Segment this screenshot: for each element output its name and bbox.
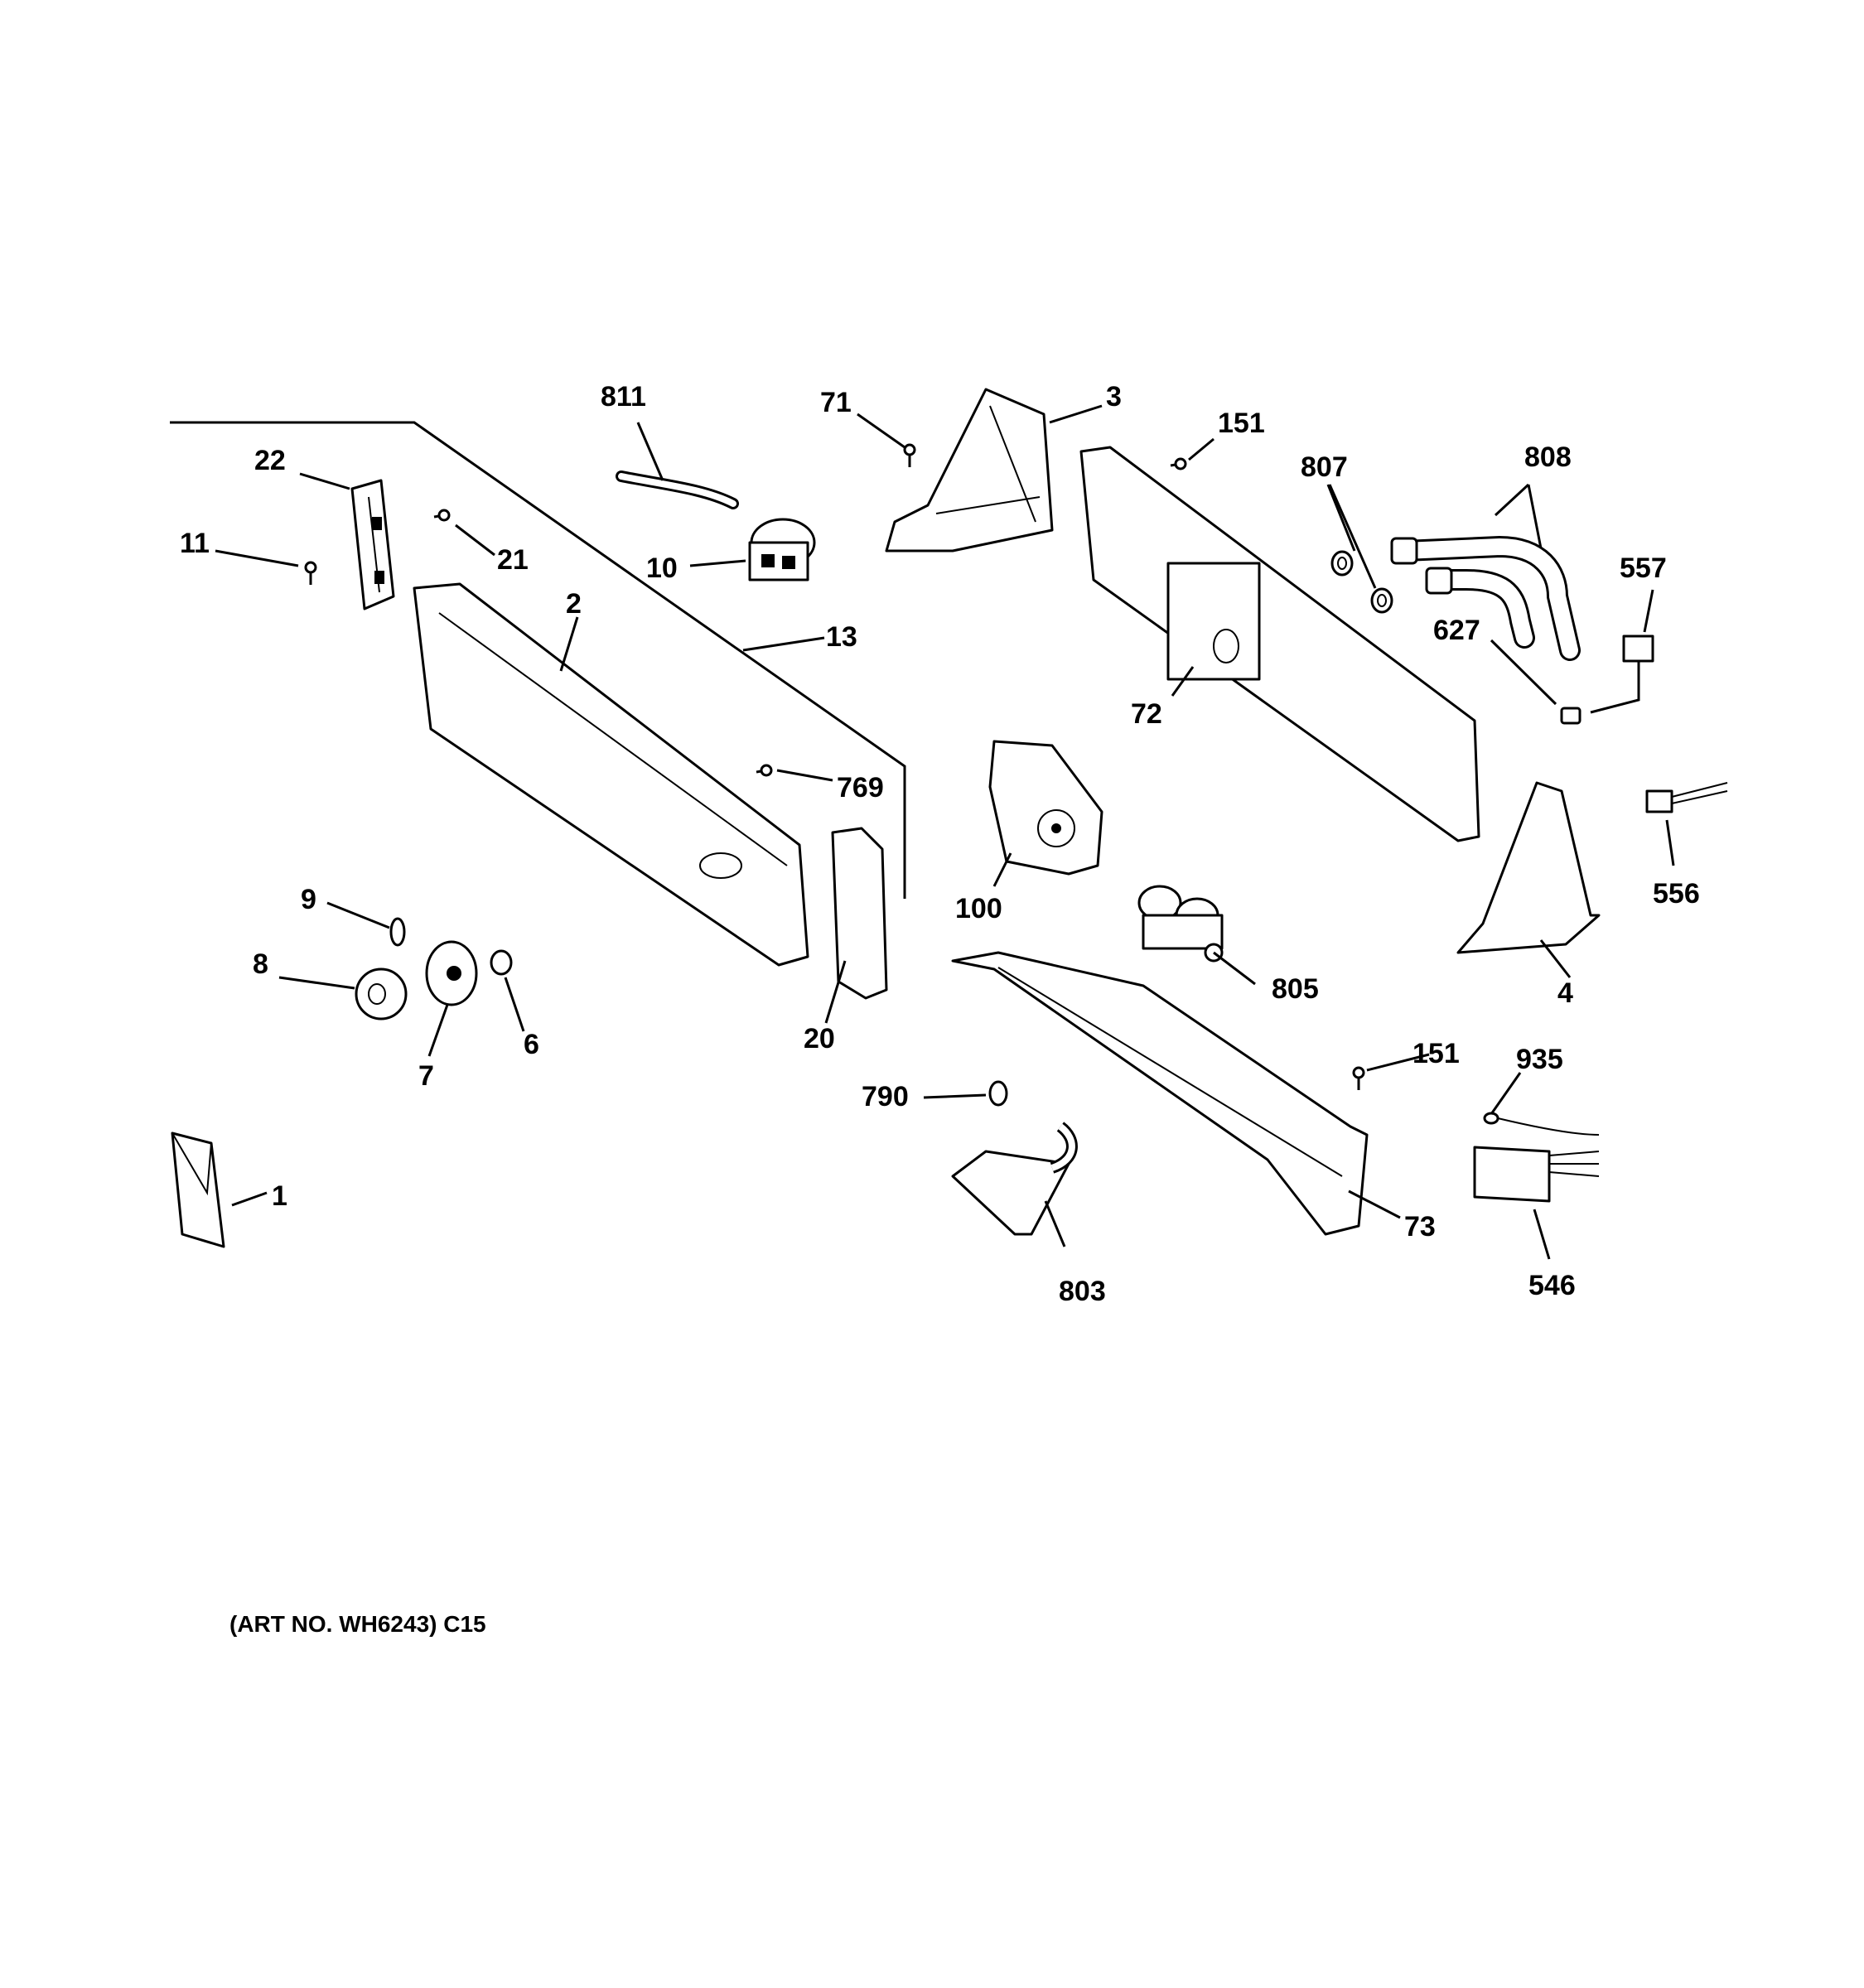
part-9-clip (389, 917, 406, 947)
part-151a-screw (1170, 457, 1187, 470)
callout-546: 546 (1528, 1270, 1576, 1301)
part-7-dial (425, 940, 478, 1006)
callout-556: 556 (1653, 878, 1700, 910)
part-71-screw (903, 443, 916, 467)
callout-22: 22 (254, 445, 286, 476)
part-22-end-bracket (350, 479, 395, 610)
callout-1: 1 (272, 1180, 287, 1212)
part-935-harness (1483, 1112, 1600, 1136)
part-10-pressure-switch (748, 518, 816, 581)
part-13-outline (170, 421, 906, 899)
callout-151-lower: 151 (1412, 1038, 1460, 1069)
part-627-plug (1560, 707, 1582, 725)
part-151b-screw (1352, 1066, 1365, 1090)
callout-11: 11 (180, 528, 210, 559)
callout-73: 73 (1404, 1211, 1436, 1242)
callout-769: 769 (837, 772, 884, 803)
part-3-end-cap (885, 388, 1054, 552)
part-1-literature (171, 1132, 225, 1248)
callout-72: 72 (1131, 698, 1162, 730)
part-557-thermistor (1590, 635, 1654, 714)
callout-790: 790 (862, 1081, 909, 1112)
part-72-backsplash (1079, 446, 1480, 842)
callout-13: 13 (826, 621, 857, 653)
leader-lines (215, 404, 1675, 1260)
callout-805: 805 (1272, 973, 1319, 1005)
callout-6: 6 (524, 1029, 539, 1060)
callout-9: 9 (301, 884, 316, 915)
part-811-hose (616, 470, 739, 509)
part-546-terminal-block (1473, 1146, 1600, 1203)
callout-803: 803 (1059, 1276, 1106, 1307)
part-8-knob (355, 967, 408, 1021)
callout-7: 7 (418, 1060, 434, 1092)
callout-557: 557 (1620, 552, 1667, 584)
part-556-connector (1645, 782, 1728, 813)
callout-4: 4 (1557, 977, 1573, 1009)
part-11-screw (304, 561, 317, 585)
part-6-nut (490, 949, 513, 976)
callout-808: 808 (1524, 442, 1572, 473)
part-803-sensor (951, 1122, 1078, 1236)
callout-3: 3 (1106, 381, 1122, 413)
art-number: (ART NO. WH6243) C15 (229, 1611, 486, 1637)
part-73-support (951, 951, 1369, 1236)
part-769-screw (756, 764, 773, 777)
callout-151-upper: 151 (1218, 408, 1265, 439)
part-808-hoses (1390, 535, 1581, 661)
part-21-screw (433, 509, 451, 522)
callout-21: 21 (497, 544, 529, 576)
part-805-water-valve (1137, 885, 1224, 963)
callout-10: 10 (646, 552, 678, 584)
callout-20: 20 (804, 1023, 835, 1054)
callout-627: 627 (1433, 615, 1480, 646)
callout-811: 811 (601, 381, 646, 413)
callout-100: 100 (955, 893, 1002, 924)
callout-2: 2 (566, 588, 582, 620)
callout-8: 8 (253, 948, 268, 980)
callout-71: 71 (820, 387, 852, 418)
part-790-clamp (988, 1080, 1008, 1107)
part-4-end-cap (1456, 781, 1601, 954)
part-2-control-panel (413, 582, 809, 967)
callout-807: 807 (1301, 451, 1348, 483)
part-807-washers (1330, 550, 1393, 614)
part-100-timer (988, 740, 1103, 876)
callout-935: 935 (1516, 1044, 1563, 1075)
